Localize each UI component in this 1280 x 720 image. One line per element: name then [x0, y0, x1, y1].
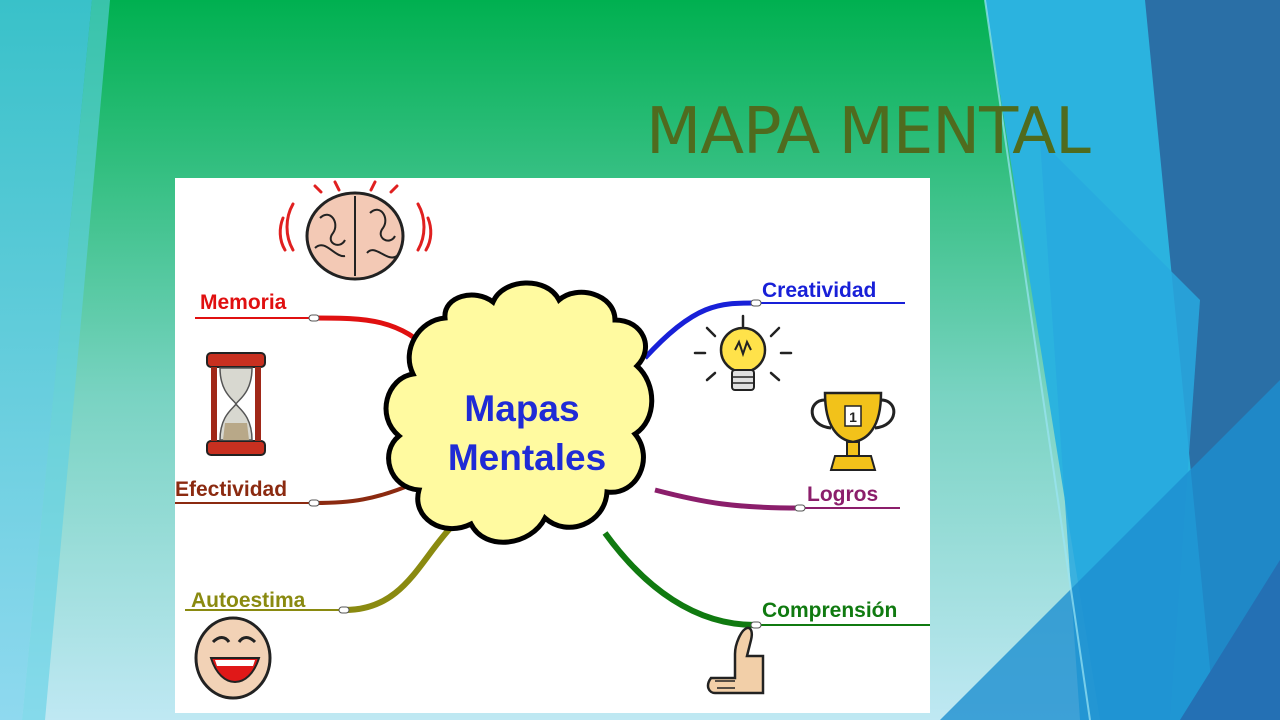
branch-label-comprension: Comprensión: [762, 599, 897, 622]
branch-label-creatividad: Creatividad: [762, 279, 876, 302]
branch-label-efectividad: Efectividad: [175, 478, 287, 501]
trophy-icon: 1: [810, 391, 896, 471]
branch-line-autoestima: [344, 520, 458, 613]
slide-title: MAPA MENTAL: [646, 95, 1091, 169]
branch-label-memoria: Memoria: [200, 291, 287, 314]
brain-icon: [278, 180, 433, 281]
light-bulb-icon: [693, 314, 793, 391]
center-cloud: Mapas Mentales: [383, 280, 655, 545]
thumbs-up-icon: [706, 626, 765, 695]
branch-line-comprension: [602, 531, 756, 628]
branch-label-logros: Logros: [807, 483, 878, 506]
branch-label-autoestima: Autoestima: [191, 589, 306, 612]
branch-line-creatividad: [643, 300, 756, 360]
mind-map-diagram: Memoria Efectividad Autoestima Creativid…: [175, 178, 930, 713]
branch-line-efectividad: [314, 481, 416, 505]
center-label-line2: Mentales: [448, 437, 606, 478]
branch-line-logros: [654, 487, 801, 511]
svg-text:1: 1: [849, 409, 857, 425]
hourglass-icon: [206, 352, 266, 456]
laughing-face-icon: [194, 616, 272, 700]
center-label-line1: Mapas: [464, 388, 579, 429]
